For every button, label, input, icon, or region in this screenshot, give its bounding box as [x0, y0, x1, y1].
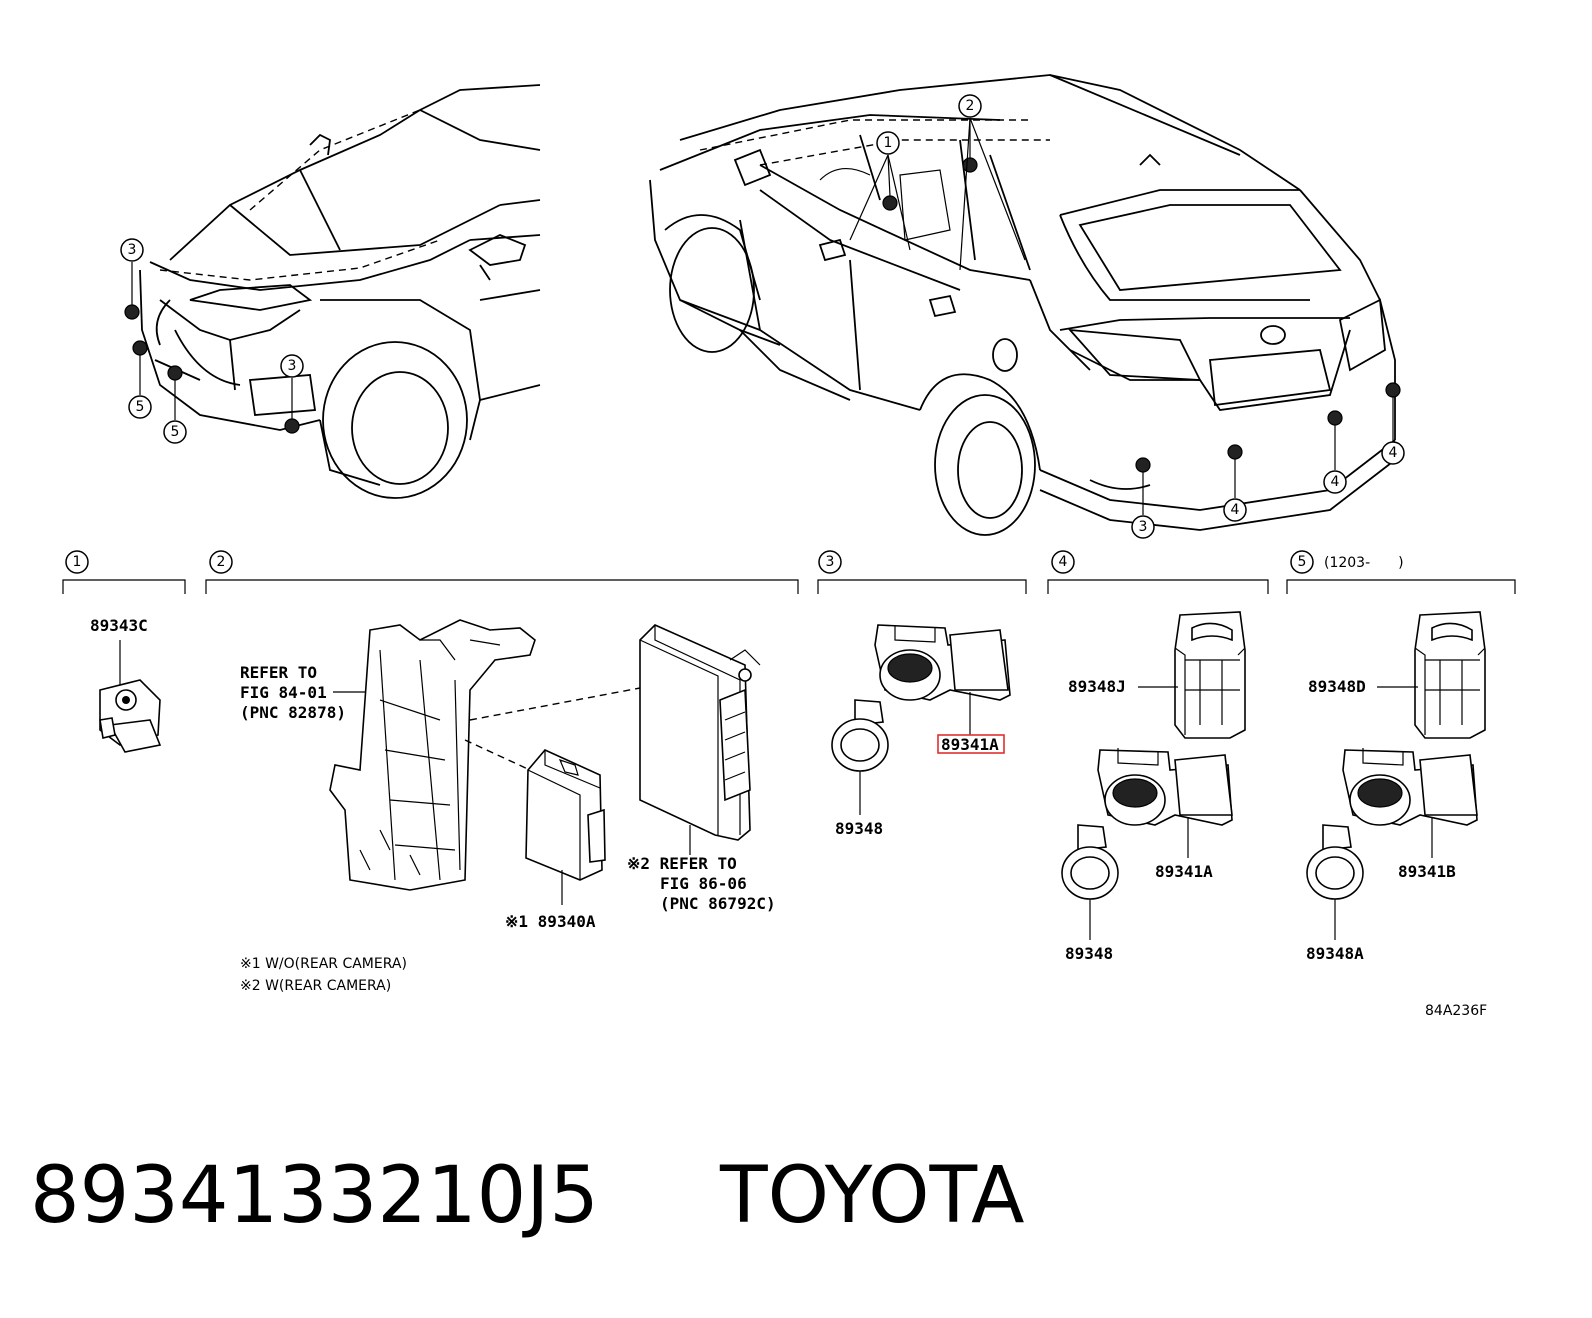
section-1-bracket: [62, 579, 186, 594]
section-2-bracket: [205, 579, 799, 594]
part-label-89348a: 89348A: [1306, 944, 1364, 963]
sensor-89341a-s4: [1097, 748, 1233, 826]
section-5-date-range: (1203- ): [1324, 555, 1404, 571]
front-callout-3a: 3: [120, 238, 144, 262]
part-label-89348j: 89348J: [1068, 677, 1126, 696]
highlighted-part-box: [937, 734, 1005, 754]
large-ecu-part: [639, 624, 761, 841]
yaw-sensor-part: [99, 679, 162, 753]
svg-text:1: 1: [884, 135, 893, 151]
retainer-89348a: [1306, 824, 1364, 900]
section-4: 89348J 89341A 89348: [1061, 611, 1246, 963]
rear-callouts: 1 2 3 4 4 4: [876, 94, 1405, 539]
footer-brand: TOYOTA: [719, 1151, 1025, 1241]
note-1: ※1 W/O(REAR CAMERA): [240, 956, 407, 972]
refer-1-line-2: FIG 84-01: [240, 683, 327, 702]
svg-text:4: 4: [1389, 445, 1398, 461]
rear-callout-3: 3: [1131, 515, 1155, 539]
retainer-89348-s3: [831, 699, 889, 772]
mounting-bracket-part: [329, 619, 536, 891]
svg-text:5: 5: [1298, 554, 1307, 570]
svg-text:2: 2: [966, 98, 975, 114]
svg-text:4: 4: [1059, 554, 1068, 570]
front-callout-5a: 5: [128, 395, 152, 419]
rear-callout-2: 2: [958, 94, 982, 118]
rear-callout-4a: 4: [1223, 498, 1247, 522]
holder-89348d: [1414, 611, 1486, 739]
section-headers: 1 2 3 4 5 (1203- ): [62, 550, 1516, 594]
section-4-number: 4: [1051, 550, 1075, 574]
refer-1-line-1: REFER TO: [240, 663, 317, 682]
section-5-number: 5: [1290, 550, 1314, 574]
figure-code: 84A236F: [1425, 1003, 1487, 1019]
part-label-89348-s4: 89348: [1065, 944, 1113, 963]
rear-callout-4c: 4: [1381, 441, 1405, 465]
section-1-number: 1: [65, 550, 89, 574]
front-callout-3b: 3: [280, 354, 304, 378]
section-2-number: 2: [209, 550, 233, 574]
svg-text:4: 4: [1231, 502, 1240, 518]
refer-2-line-1: ※2 REFER TO: [627, 854, 737, 873]
refer-1-line-3: (PNC 82878): [240, 703, 346, 722]
front-callout-5b: 5: [163, 420, 187, 444]
svg-text:3: 3: [128, 242, 137, 258]
clearance-sonar-ecu-part: [525, 749, 606, 881]
svg-text:5: 5: [171, 424, 180, 440]
part-label-89343c: 89343C: [90, 616, 148, 635]
section-3: 89341A 89348: [831, 624, 1011, 838]
part-label-89341b: 89341B: [1398, 862, 1456, 881]
section-1: 89343C: [90, 616, 162, 753]
svg-text:5: 5: [136, 399, 145, 415]
rear-car-illustration: [649, 74, 1401, 536]
section-5-bracket: [1286, 579, 1516, 594]
svg-text:3: 3: [1139, 519, 1148, 535]
svg-text:1: 1: [73, 554, 82, 570]
rear-callout-4b: 4: [1323, 470, 1347, 494]
svg-text:3: 3: [288, 358, 297, 374]
svg-text:4: 4: [1331, 474, 1340, 490]
front-car-illustration: [124, 84, 541, 499]
svg-text:2: 2: [217, 554, 226, 570]
part-label-89348d: 89348D: [1308, 677, 1366, 696]
refer-2-line-3: (PNC 86792C): [660, 894, 776, 913]
section-4-bracket: [1047, 579, 1269, 594]
section-3-number: 3: [818, 550, 842, 574]
part-label-89341a-s3: 89341A: [941, 735, 999, 754]
footer-part-number: 8934133210J5: [30, 1151, 599, 1241]
part-label-89340a: ※1 89340A: [505, 912, 596, 931]
svg-text:3: 3: [826, 554, 835, 570]
holder-89348j: [1174, 611, 1246, 739]
section-2: REFER TO FIG 84-01 (PNC 82878) ※1 89340A: [240, 619, 776, 994]
sensor-89341b: [1342, 748, 1478, 826]
retainer-89348-s4: [1061, 824, 1119, 900]
part-label-89348-s3: 89348: [835, 819, 883, 838]
front-callouts: 3 5 5 3: [120, 238, 304, 444]
refer-2-line-2: FIG 86-06: [660, 874, 747, 893]
rear-callout-1: 1: [876, 131, 900, 155]
section-5: 89348D 89341B 89348A: [1306, 611, 1486, 963]
section-3-bracket: [817, 579, 1027, 594]
sensor-89341a-s3: [874, 624, 1011, 701]
note-2: ※2 W(REAR CAMERA): [240, 978, 391, 994]
part-label-89341a-s4: 89341A: [1155, 862, 1213, 881]
